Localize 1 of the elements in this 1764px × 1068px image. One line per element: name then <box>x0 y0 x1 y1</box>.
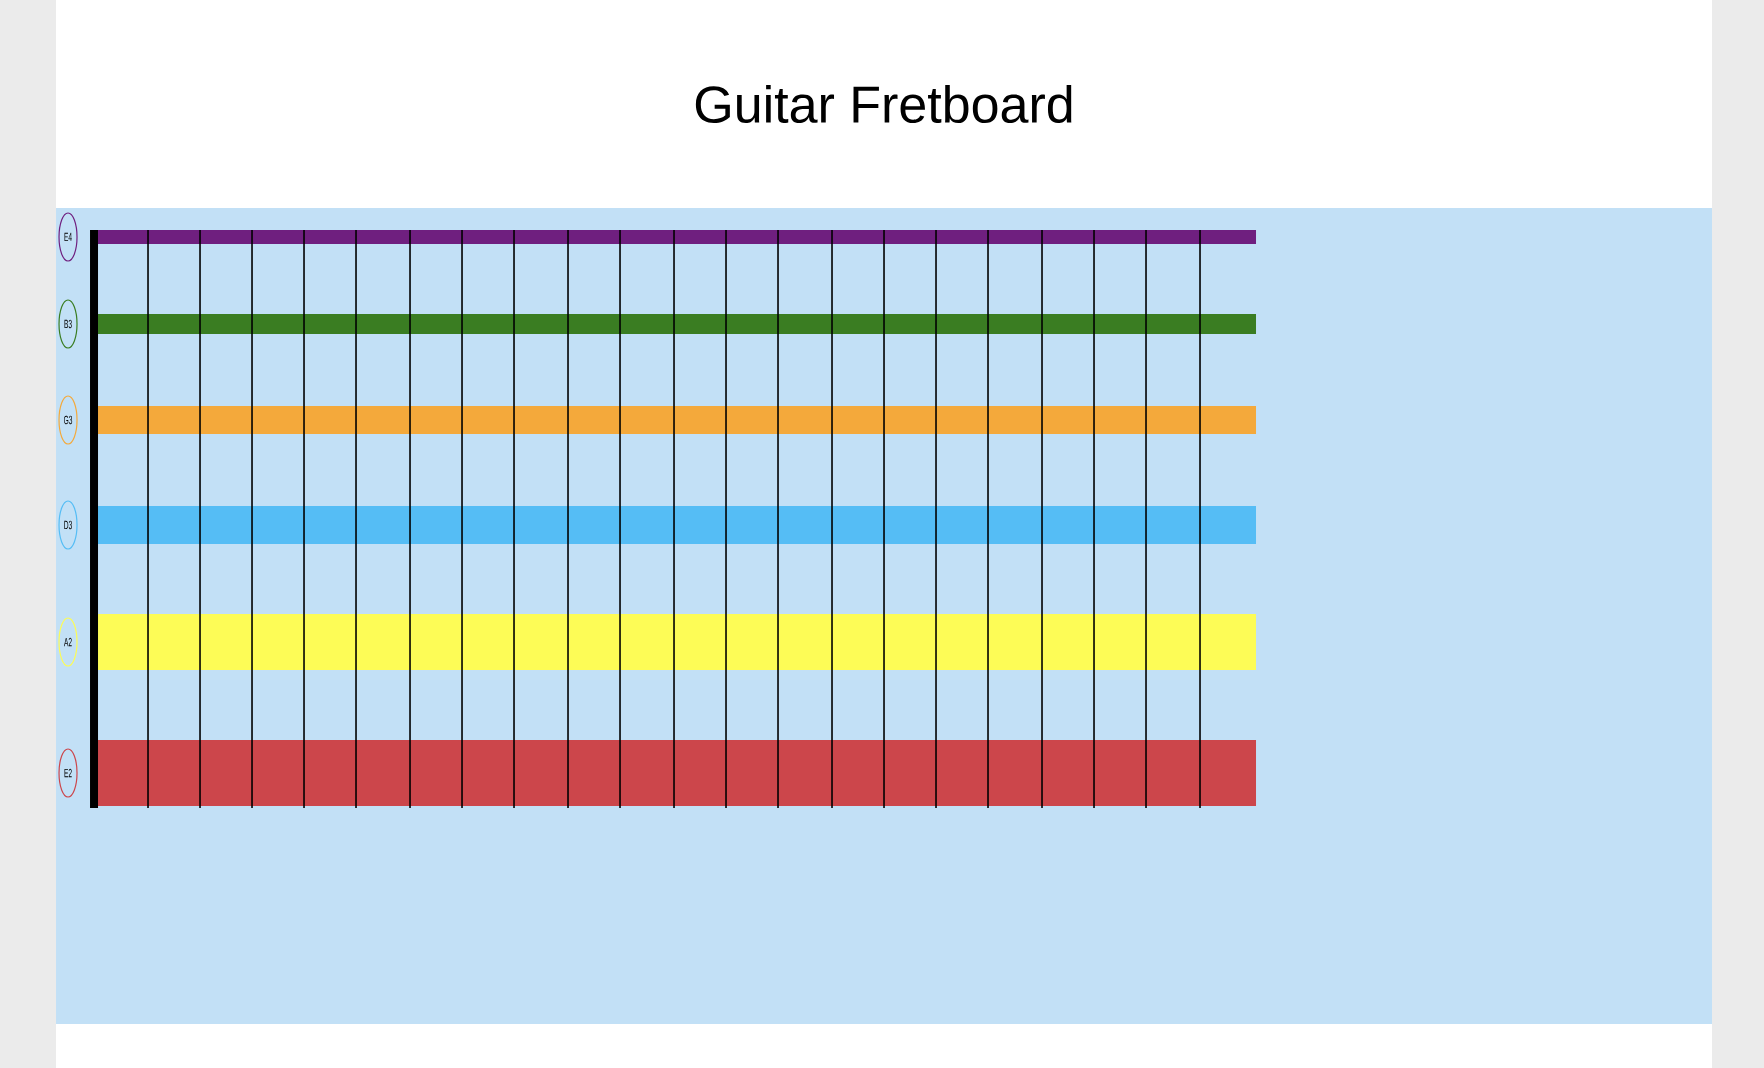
title: Guitar Fretboard <box>695 84 1072 124</box>
